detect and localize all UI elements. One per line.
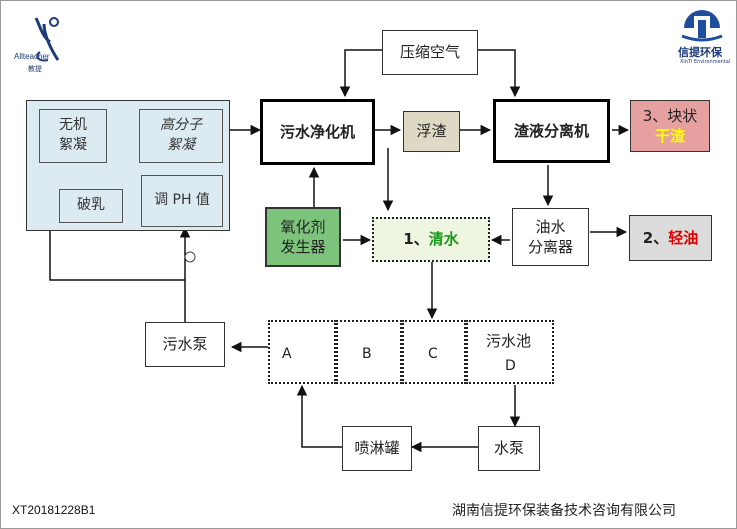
document-id: XT20181228B1 <box>12 503 96 517</box>
pool-section-b <box>336 320 402 384</box>
pool-section-d <box>466 320 554 384</box>
light-oil-box: 2、 轻油 <box>629 215 712 261</box>
dry-slag-label: 干渣 <box>654 127 685 145</box>
company-name: 湖南信提环保装备技术咨询有限公司 <box>452 503 676 519</box>
allteacher-logo-sub: 教提 <box>28 65 42 73</box>
oxidant-generator-box: 氧化剂 发生器 <box>265 207 341 267</box>
scum-box: 浮渣 <box>403 111 460 152</box>
light-oil-prefix: 2、 <box>642 228 669 247</box>
ph-adjust-box: 调 PH 值 <box>141 175 223 227</box>
clean-water-prefix: 1、 <box>403 230 429 249</box>
pool-section-a <box>268 320 336 384</box>
allteacher-logo-icon <box>34 17 60 62</box>
xinti-logo: 信提环保 XinTi Environmental <box>674 6 730 68</box>
allteacher-logo: Allteacher 教提 <box>14 12 70 74</box>
allteacher-logo-name: Allteacher <box>14 52 50 61</box>
pool-a-label: A <box>282 346 292 362</box>
sewage-pump-box: 污水泵 <box>145 322 225 367</box>
xinti-logo-sub: XinTi Environmental <box>680 59 731 65</box>
inorganic-flocculation-box: 无机 絮凝 <box>39 109 107 163</box>
pool-c-label: C <box>428 346 438 362</box>
dry-slag-prefix: 3、块状 <box>642 106 698 125</box>
clean-water-box: 1、 清水 <box>372 217 490 262</box>
demulsify-box: 破乳 <box>59 189 123 223</box>
slag-separator-box: 渣液分离机 <box>493 99 610 163</box>
pool-section-c <box>402 320 466 384</box>
polymer-flocculation-box: 高分子 絮凝 <box>139 109 223 163</box>
pretreatment-panel: 无机 絮凝 高分子 絮凝 破乳 调 PH 值 <box>26 100 230 231</box>
spray-tank-box: 喷淋罐 <box>342 426 412 471</box>
dry-slag-box: 3、块状 干渣 <box>630 100 710 152</box>
pool-b-label: B <box>362 346 372 362</box>
pool-d-label: D <box>505 358 516 374</box>
xinti-logo-icon <box>681 10 723 42</box>
xinti-logo-name: 信提环保 <box>678 46 722 59</box>
oil-water-separator-box: 油水 分离器 <box>512 208 589 266</box>
clean-water-label: 清水 <box>428 230 459 249</box>
water-pump-box: 水泵 <box>478 426 540 471</box>
valve-marker <box>184 251 196 263</box>
sewage-pool-label: 污水池 <box>486 332 532 350</box>
light-oil-label: 轻油 <box>668 228 699 247</box>
compressed-air-box: 压缩空气 <box>382 30 478 75</box>
sewage-purifier-box: 污水净化机 <box>260 99 375 165</box>
